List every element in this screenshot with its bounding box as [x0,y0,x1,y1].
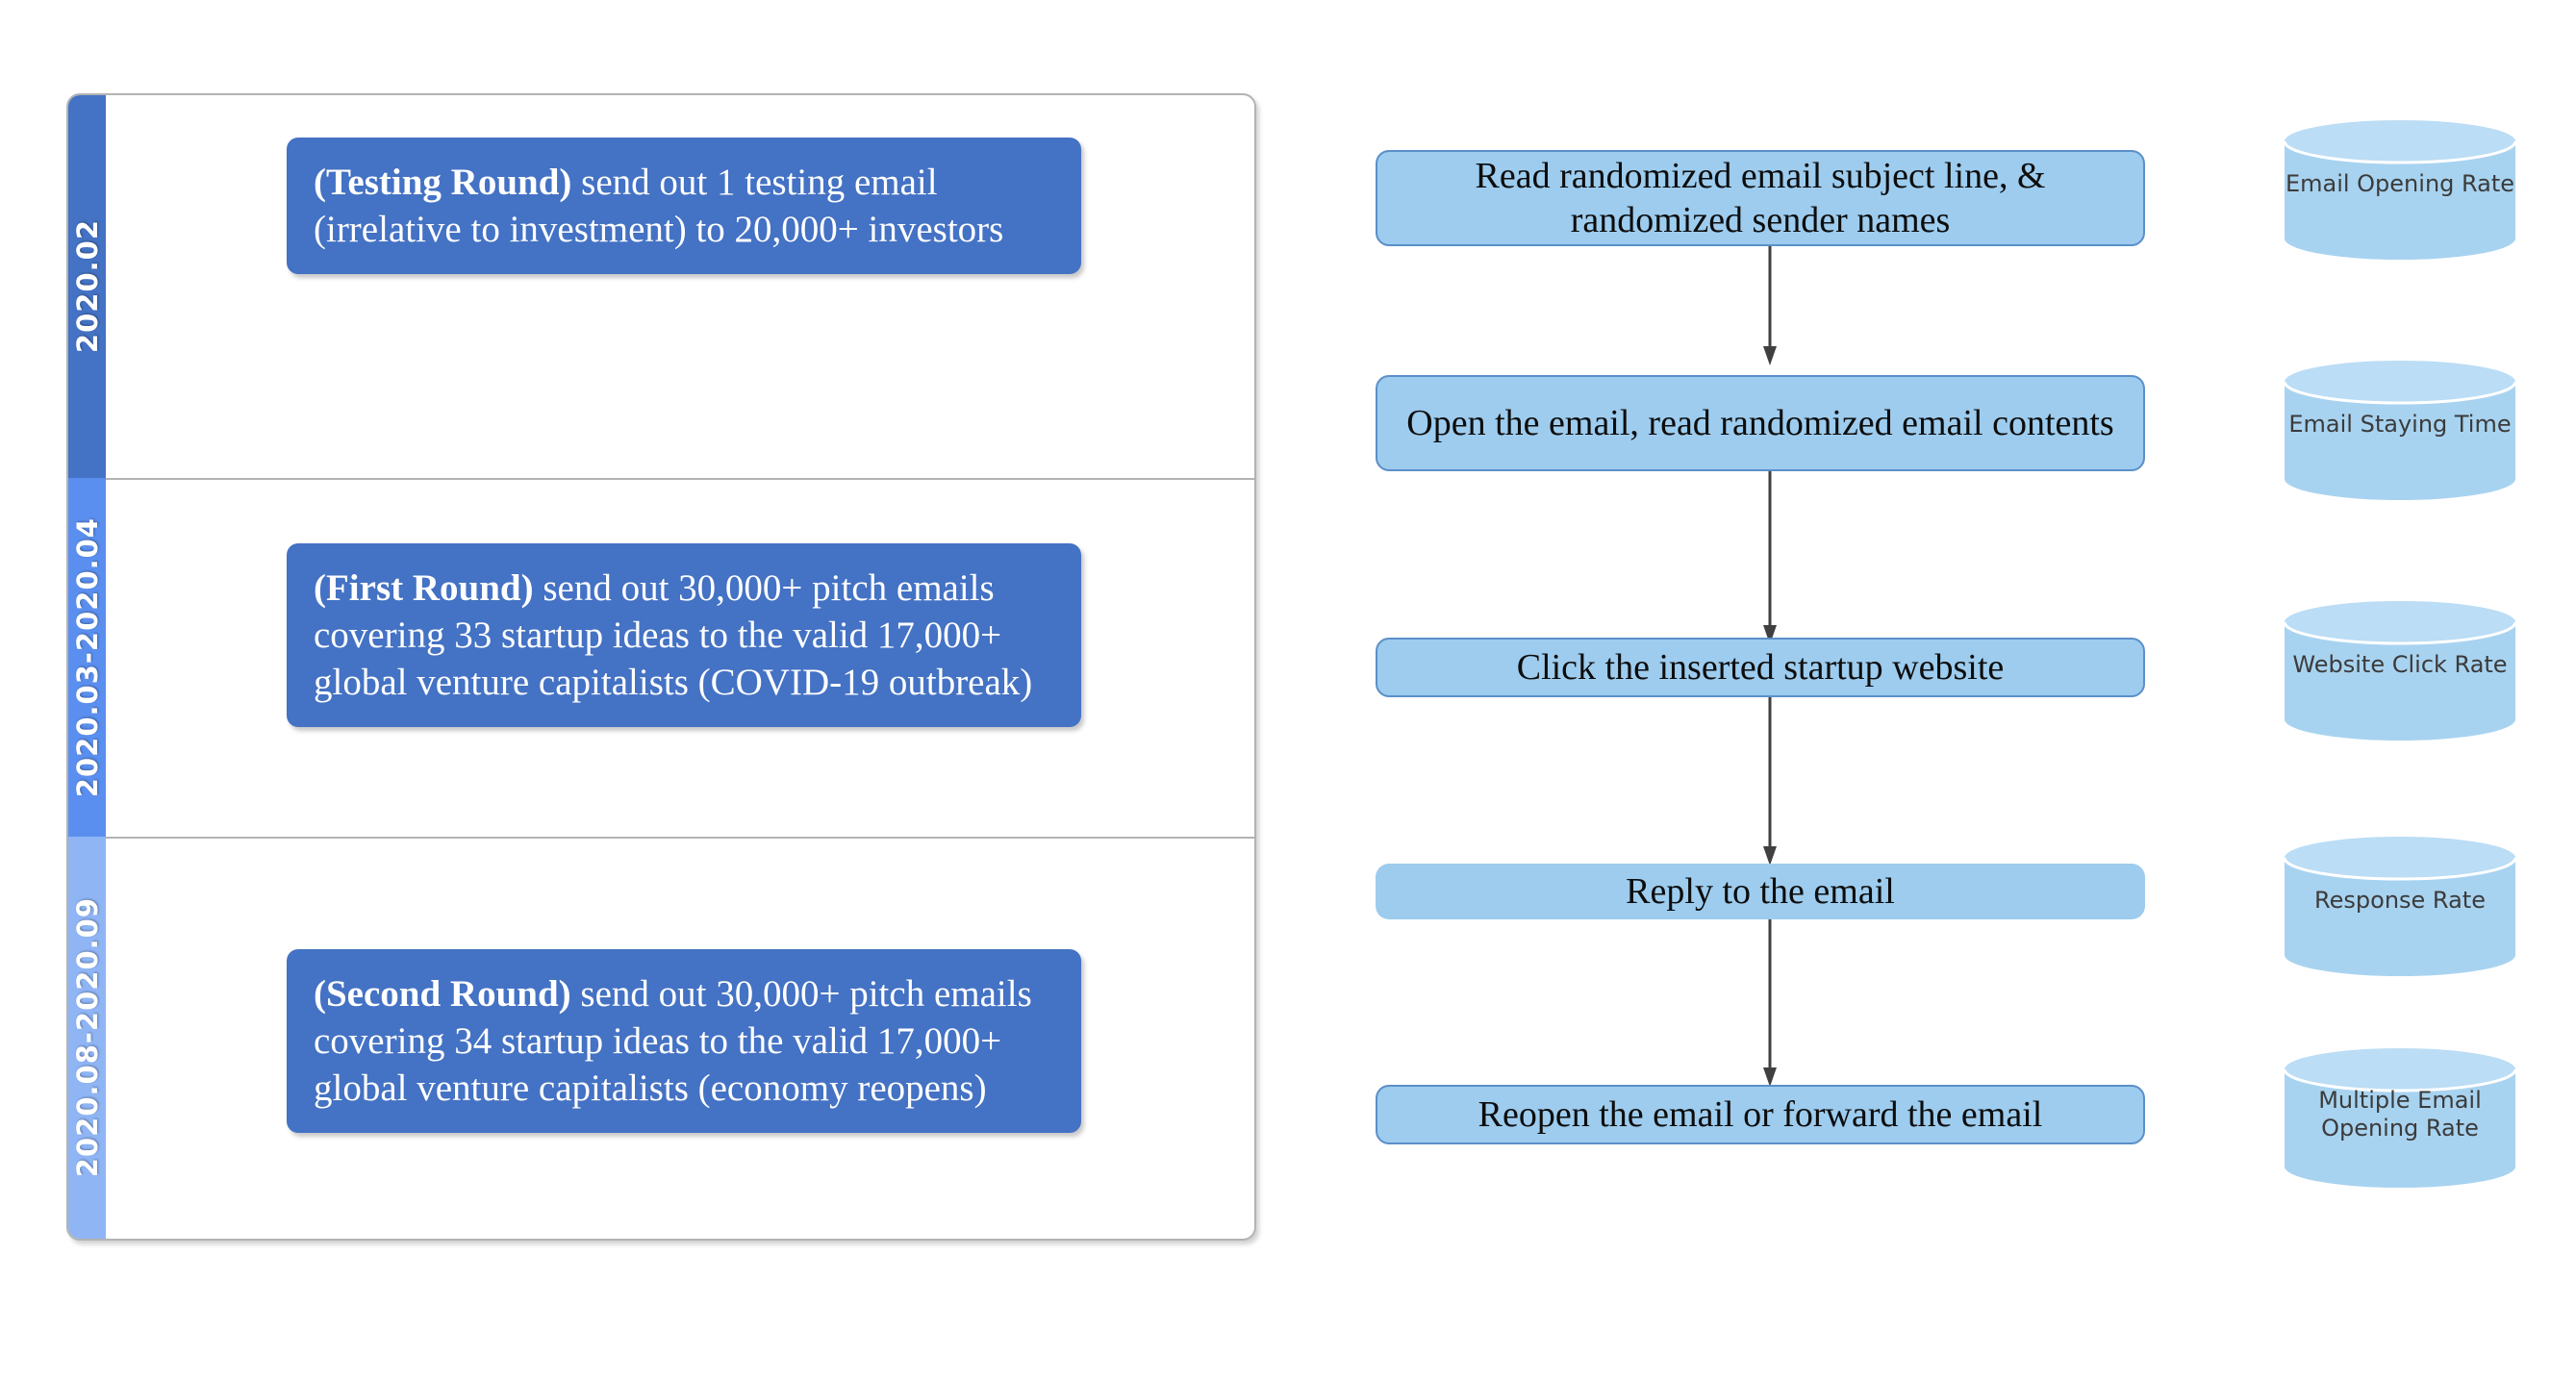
database-cylinder-icon [2285,361,2515,500]
timeline-card-lead: (Second Round) [314,973,571,1015]
metric-cylinder-multiple-email-opening-rate: Multiple Email Opening Rate [2285,1048,2515,1188]
flow-step-open-email: Open the email, read randomized email co… [1376,375,2145,471]
timeline-row: 2020.02 (Testing Round) send out 1 testi… [68,95,1254,478]
arrow-down-icon [1763,697,1777,866]
arrow-down-icon [1763,471,1777,644]
timeline-card-lead: (Testing Round) [314,162,572,203]
timeline-card-body: send out 30,000+ pitch emails covering 3… [314,973,1032,1110]
timeline-period-tab: 2020.02 [68,95,106,478]
timeline-card: (First Round) send out 30,000+ pitch ema… [287,543,1081,728]
metric-cylinder-response-rate: Response Rate [2285,837,2515,976]
flow-step-label: Click the inserted startup website [1516,646,2005,688]
timeline-period-tab: 2020.08-2020.09 [68,837,106,1239]
database-cylinder-icon [2285,1048,2515,1188]
flow-arrow-1 [1760,246,1780,370]
flow-arrow-2 [1760,471,1780,649]
metric-cylinder-label: Response Rate [2314,887,2486,914]
metric-cylinder-label: Website Click Rate [2292,651,2508,678]
database-cylinder-icon [2285,837,2515,976]
timeline-card-lead: (First Round) [314,567,534,609]
timeline-card: (Testing Round) send out 1 testing email… [287,138,1081,275]
metric-cylinder-email-staying-time: Email Staying Time [2285,361,2515,500]
metric-cylinder-website-click-rate: Website Click Rate [2285,601,2515,741]
timeline-card-body: send out 30,000+ pitch emails covering 3… [314,567,1033,704]
flow-step-reply-email: Reply to the email [1376,864,2145,919]
timeline-row: 2020.08-2020.09 (Second Round) send out … [68,837,1254,1239]
arrow-down-icon [1763,919,1777,1087]
metric-cylinder-label: Multiple Email Opening Rate [2318,1087,2482,1142]
timeline-row: 2020.03-2020.04 (First Round) send out 3… [68,478,1254,837]
metric-cylinder-label: Email Staying Time [2288,411,2512,438]
flow-arrow-3 [1760,697,1780,870]
flow-step-label: Open the email, read randomized email co… [1406,402,2114,443]
flow-arrow-4 [1760,919,1780,1092]
timeline-card: (Second Round) send out 30,000+ pitch em… [287,949,1081,1134]
timeline-row-content: (Second Round) send out 30,000+ pitch em… [106,837,1254,1239]
flow-step-label: Reopen the email or forward the email [1477,1093,2043,1135]
flow-step-reopen-forward: Reopen the email or forward the email [1376,1085,2145,1144]
flow-step-read-subject: Read randomized email subject line, & ra… [1376,150,2145,246]
timeline-period-label: 2020.03-2020.04 [70,516,104,798]
metric-cylinder-email-opening-rate: Email Opening Rate [2285,120,2515,260]
timeline-row-content: (First Round) send out 30,000+ pitch ema… [106,478,1254,837]
flow-step-click-website: Click the inserted startup website [1376,638,2145,697]
database-cylinder-icon [2285,601,2515,741]
timeline-period-label: 2020.02 [70,219,104,354]
metric-cylinder-label: Email Opening Rate [2285,170,2515,197]
flow-step-label: Reply to the email [1626,870,1895,912]
database-cylinder-icon [2285,120,2515,260]
timeline-panel: 2020.02 (Testing Round) send out 1 testi… [66,93,1256,1241]
timeline-period-tab: 2020.03-2020.04 [68,478,106,837]
timeline-period-label: 2020.08-2020.09 [70,897,104,1178]
timeline-row-content: (Testing Round) send out 1 testing email… [106,95,1254,478]
timeline-card-body: send out 1 testing email (irrelative to … [314,162,1004,251]
arrow-down-icon [1763,246,1777,365]
flow-step-label: Read randomized email subject line, & ra… [1475,155,2046,240]
